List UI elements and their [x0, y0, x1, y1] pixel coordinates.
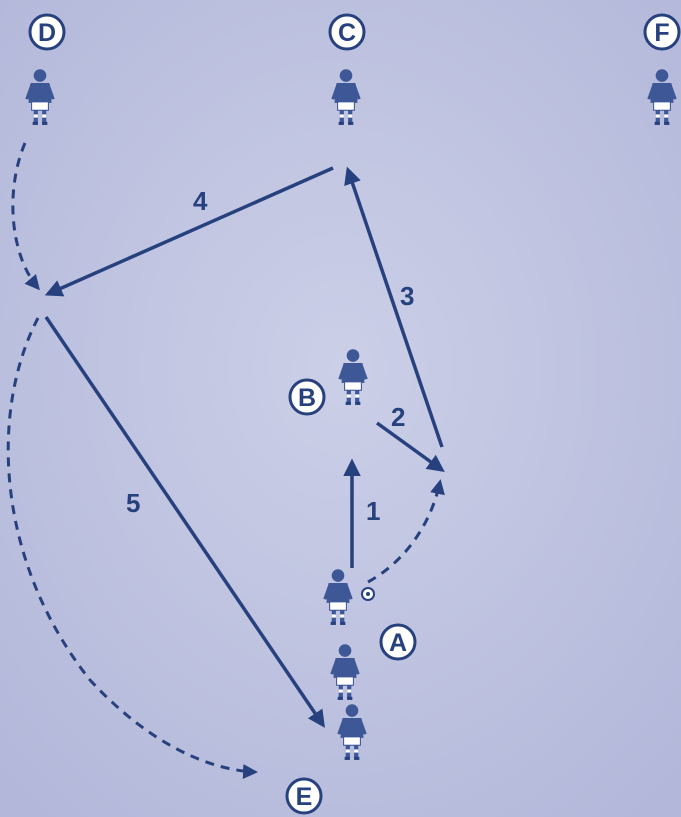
svg-text:D: D: [38, 19, 56, 47]
svg-text:B: B: [298, 384, 316, 412]
player-label-d: D: [28, 13, 66, 51]
player-label-b: B: [288, 378, 326, 416]
svg-text:F: F: [654, 19, 669, 47]
svg-text:C: C: [338, 19, 356, 47]
pass-3-line: [344, 166, 444, 448]
pass-4-line: [44, 166, 334, 297]
pass-number-1: 1: [366, 496, 380, 526]
pass-number-5: 5: [126, 488, 140, 518]
svg-text:E: E: [296, 783, 313, 811]
run-lines: [6, 142, 445, 779]
player-label-a: A: [379, 623, 417, 661]
pass-lines: [44, 166, 445, 728]
pass-5-line: [44, 316, 325, 728]
pass-2-line: [375, 421, 445, 473]
player-label-e: E: [285, 777, 323, 815]
run-d-line: [11, 142, 40, 291]
ball-icon: [361, 587, 375, 601]
player-label-c: C: [328, 13, 366, 51]
svg-text:A: A: [389, 629, 407, 657]
pass-number-4: 4: [193, 186, 208, 216]
run-from-d-to-e-line: [6, 317, 258, 779]
pass-number-2: 2: [391, 402, 405, 432]
pass-number-3: 3: [400, 281, 414, 311]
run-a-line: [367, 479, 445, 584]
player-label-f: F: [643, 13, 681, 51]
